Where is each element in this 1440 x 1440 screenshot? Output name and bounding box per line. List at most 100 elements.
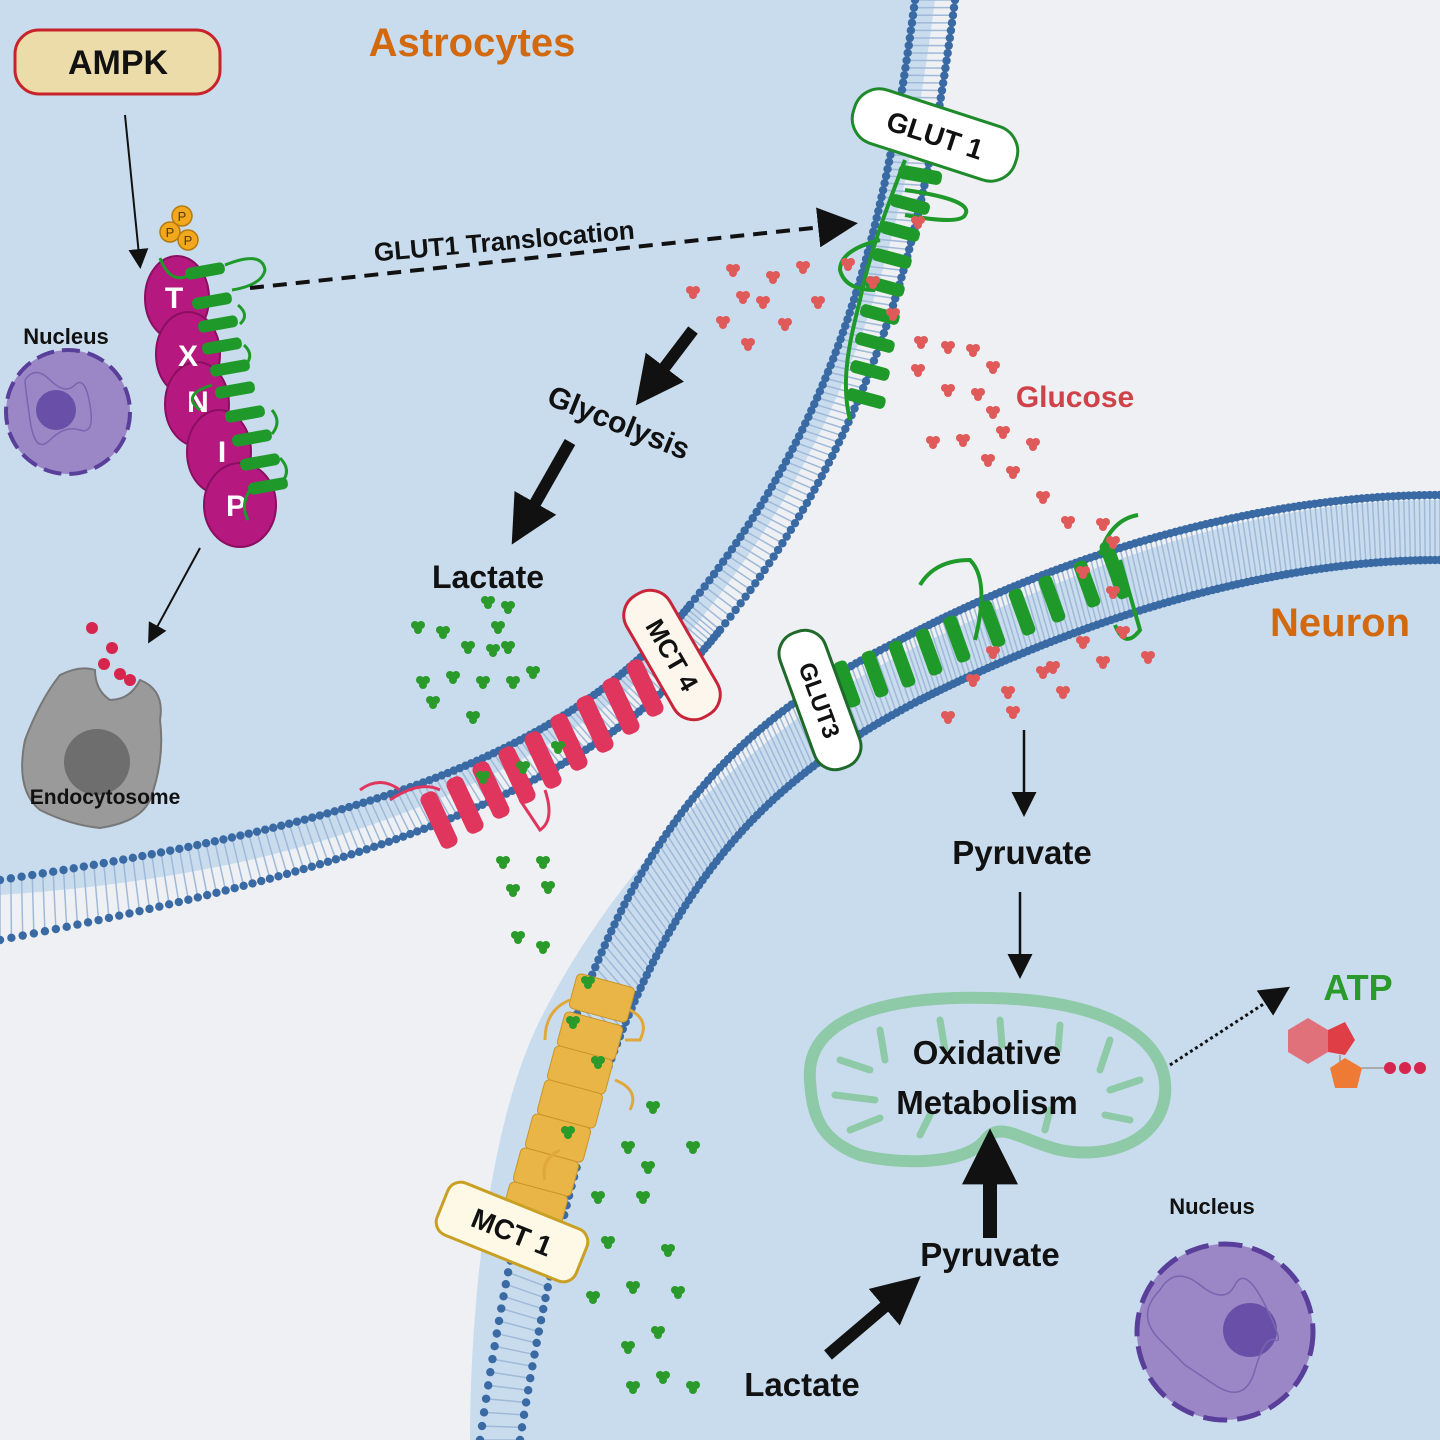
- oxidative-label-line2: Metabolism: [896, 1084, 1078, 1121]
- lactate-molecule: [621, 1141, 635, 1154]
- glucose-to-glycolysis-arrow: [635, 326, 698, 406]
- glucose-molecule: [914, 336, 928, 349]
- ampk-label: AMPK: [68, 44, 169, 82]
- phosphate-groups: P P P: [159, 205, 199, 251]
- ampk-box: [13, 28, 222, 96]
- ampk-to-txnip-arrow: [124, 114, 149, 269]
- lactate-molecules: [411, 596, 700, 1394]
- glucose-molecule: [726, 264, 740, 277]
- lactate-molecule: [586, 1291, 600, 1304]
- neuron-label: Neuron: [1270, 601, 1410, 645]
- lactate-molecule: [621, 1341, 635, 1354]
- glucose-molecule: [756, 296, 770, 309]
- neuron-pyruvate-top-label: Pyruvate: [952, 834, 1091, 871]
- glucose-molecule: [1076, 636, 1090, 649]
- txnip-letter: T: [165, 282, 183, 315]
- phosphate-label: P: [166, 225, 175, 240]
- neuron-lactate-label: Lactate: [744, 1366, 860, 1403]
- lactate-molecule: [426, 696, 440, 709]
- mct1-transporter: MCT 1: [434, 973, 645, 1284]
- glucose-molecule: [1026, 438, 1040, 451]
- glucose-molecules: [686, 216, 1155, 724]
- lactate-molecule: [511, 931, 525, 944]
- glucose-molecule: [1116, 626, 1130, 639]
- glucose-molecule: [1056, 686, 1070, 699]
- neuron-nucleus: Nucleus: [1134, 1194, 1316, 1423]
- mct4-label-box: [622, 588, 722, 722]
- lactate-molecule: [466, 711, 480, 724]
- glucose-molecule: [766, 271, 780, 284]
- lactate-molecule: [506, 884, 520, 897]
- glucose-molecule: [866, 276, 880, 289]
- lactate-molecule: [446, 671, 460, 684]
- mct1-label-box: [434, 1180, 590, 1284]
- txnip-letter: I: [218, 436, 226, 469]
- lactate-molecule: [476, 676, 490, 689]
- glucose-molecule: [1036, 491, 1050, 504]
- lactate-molecule: [526, 666, 540, 679]
- lactate-molecule: [686, 1141, 700, 1154]
- lactate-molecule: [541, 881, 555, 894]
- neuron-interior: [470, 500, 1440, 1440]
- lactate-molecule: [416, 676, 430, 689]
- lactate-molecule: [566, 1016, 580, 1029]
- lactate-molecule: [651, 1326, 665, 1339]
- lactate-molecule: [641, 1161, 655, 1174]
- mitochondrion-to-atp-arrow: [1169, 986, 1291, 1067]
- glucose-molecule: [1096, 518, 1110, 531]
- neuron-pyruvate-bottom-label: Pyruvate: [920, 1236, 1059, 1273]
- lactate-molecule: [656, 1371, 670, 1384]
- lactate-molecule: [646, 1101, 660, 1114]
- glucose-molecule: [911, 216, 925, 229]
- glucose-molecule: [811, 296, 825, 309]
- lactate-molecule: [491, 621, 505, 634]
- glucose-molecule: [1036, 666, 1050, 679]
- glucose-molecule: [1001, 686, 1015, 699]
- atp-molecule-icon: [1288, 1018, 1426, 1088]
- phosphate-label: P: [184, 233, 193, 248]
- lactate-molecule: [476, 771, 490, 784]
- astrocyte-nucleus-label: Nucleus: [23, 324, 109, 349]
- txnip-protein: T X N I P: [144, 205, 288, 548]
- glycolysis-to-lactate-arrow: [511, 439, 576, 545]
- lactate-molecule: [536, 941, 550, 954]
- lactate-molecule: [436, 626, 450, 639]
- txnip-to-endocytosome-arrow: [148, 547, 201, 644]
- lactate-molecule: [551, 741, 565, 754]
- glucose-label: Glucose: [1016, 381, 1134, 414]
- lactate-molecule: [671, 1286, 685, 1299]
- lactate-molecule: [581, 976, 595, 989]
- glucose-molecule: [686, 286, 700, 299]
- mct4-transporter: MCT 4: [359, 588, 722, 849]
- glucose-molecule: [941, 711, 955, 724]
- glucose-molecule: [1061, 516, 1075, 529]
- lactate-molecule: [686, 1381, 700, 1394]
- atp-label: ATP: [1323, 967, 1392, 1008]
- lactate-molecule: [516, 761, 530, 774]
- glucose-molecule: [966, 344, 980, 357]
- glucose-molecule: [1106, 586, 1120, 599]
- txnip-letter: X: [178, 340, 198, 373]
- ampk-node: AMPK: [13, 28, 222, 96]
- lactate-molecule: [601, 1236, 615, 1249]
- lactate-molecule: [626, 1281, 640, 1294]
- neuron-nucleus-label: Nucleus: [1169, 1194, 1255, 1219]
- glucose-molecule: [971, 388, 985, 401]
- glucose-molecule: [841, 258, 855, 271]
- glut1-translocation-arrow: [249, 207, 858, 290]
- astrocyte-interior: [0, 0, 935, 895]
- lactate-molecule: [536, 856, 550, 869]
- glucose-molecule: [996, 426, 1010, 439]
- lactate-molecule: [411, 621, 425, 634]
- endocytosome-label: Endocytosome: [30, 786, 181, 809]
- lactate-molecule: [636, 1191, 650, 1204]
- glucose-molecule: [911, 364, 925, 377]
- glucose-molecule: [1006, 466, 1020, 479]
- glucose-molecule: [926, 436, 940, 449]
- lactate-molecule: [626, 1381, 640, 1394]
- lactate-molecule: [486, 644, 500, 657]
- txnip-letter: P: [226, 490, 246, 523]
- lactate-molecule: [461, 641, 475, 654]
- glucose-molecule: [1141, 651, 1155, 664]
